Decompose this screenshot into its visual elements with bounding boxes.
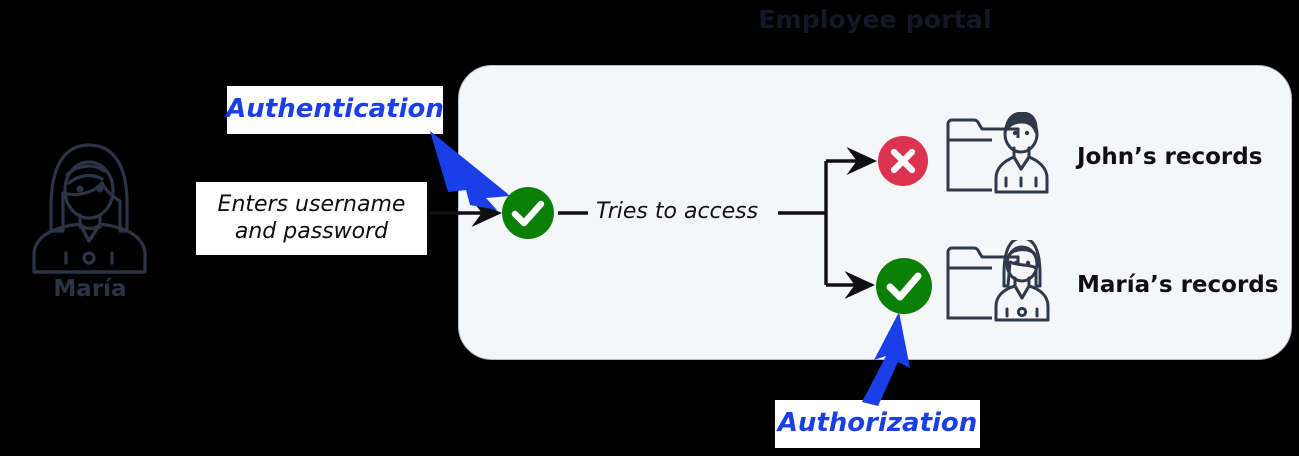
john-access-denied-badge xyxy=(878,136,928,186)
green-check-circle-icon xyxy=(502,187,554,239)
female-user-avatar-icon xyxy=(32,143,147,274)
maria-records-label: María’s records xyxy=(1077,272,1279,298)
credentials-line-2: and password xyxy=(234,218,389,244)
portal-title: Employee portal xyxy=(758,5,992,34)
authorization-callout: Authorization xyxy=(775,400,980,448)
authentication-success-badge xyxy=(502,187,554,239)
credentials-callout-text: Enters username and password xyxy=(218,192,406,246)
authentication-callout: Authentication xyxy=(226,86,444,134)
maria-avatar xyxy=(22,135,157,275)
authentication-callout-text: Authentication xyxy=(226,94,444,125)
red-x-circle-icon xyxy=(878,136,928,186)
green-check-circle-icon xyxy=(876,258,932,314)
john-records-folder xyxy=(944,111,1050,196)
folder-male-user-icon xyxy=(946,111,1049,196)
maria-avatar-label: María xyxy=(53,276,127,302)
employee-portal-panel xyxy=(458,65,1292,360)
john-records-label: John’s records xyxy=(1077,144,1263,170)
tries-to-access-label: Tries to access xyxy=(596,199,759,224)
maria-records-folder xyxy=(944,236,1050,324)
authorization-callout-text: Authorization xyxy=(777,408,978,439)
credentials-line-1: Enters username xyxy=(217,191,406,217)
credentials-callout: Enters username and password xyxy=(196,182,427,255)
folder-female-user-icon xyxy=(946,236,1050,324)
maria-access-granted-badge xyxy=(876,258,932,314)
